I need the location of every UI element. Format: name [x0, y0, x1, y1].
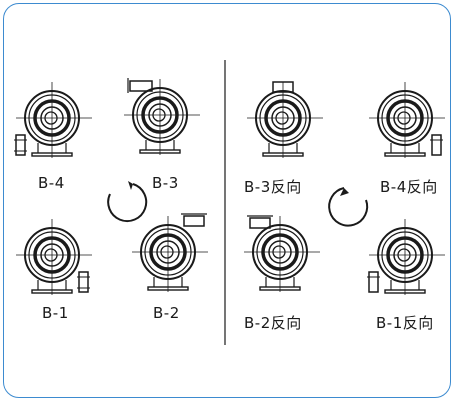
pump-b3-drawing: [122, 77, 202, 157]
rotation-arrow-left: [107, 181, 148, 223]
pump-b4-drawing: [14, 80, 94, 160]
label-b2-reverse: B-2反向: [244, 314, 302, 332]
pump-b4-reverse-drawing: [367, 80, 447, 160]
label-b1-reverse: B-1反向: [376, 314, 434, 332]
pump-b1-reverse-drawing: [367, 217, 447, 297]
label-b4: B-4: [38, 174, 65, 192]
figure-frame: [3, 3, 451, 398]
label-b2: B-2: [153, 304, 180, 322]
label-b1: B-1: [42, 304, 69, 322]
pump-b1-drawing: [14, 217, 94, 297]
label-b4-reverse: B-4反向: [380, 178, 438, 196]
label-b3-reverse: B-3反向: [244, 178, 302, 196]
rotation-arrow-right: [328, 187, 369, 227]
label-b3: B-3: [152, 174, 179, 192]
pump-b2-reverse-drawing: [242, 214, 322, 294]
pump-b2-drawing: [130, 213, 210, 294]
pump-b3-reverse-drawing: [245, 80, 325, 160]
